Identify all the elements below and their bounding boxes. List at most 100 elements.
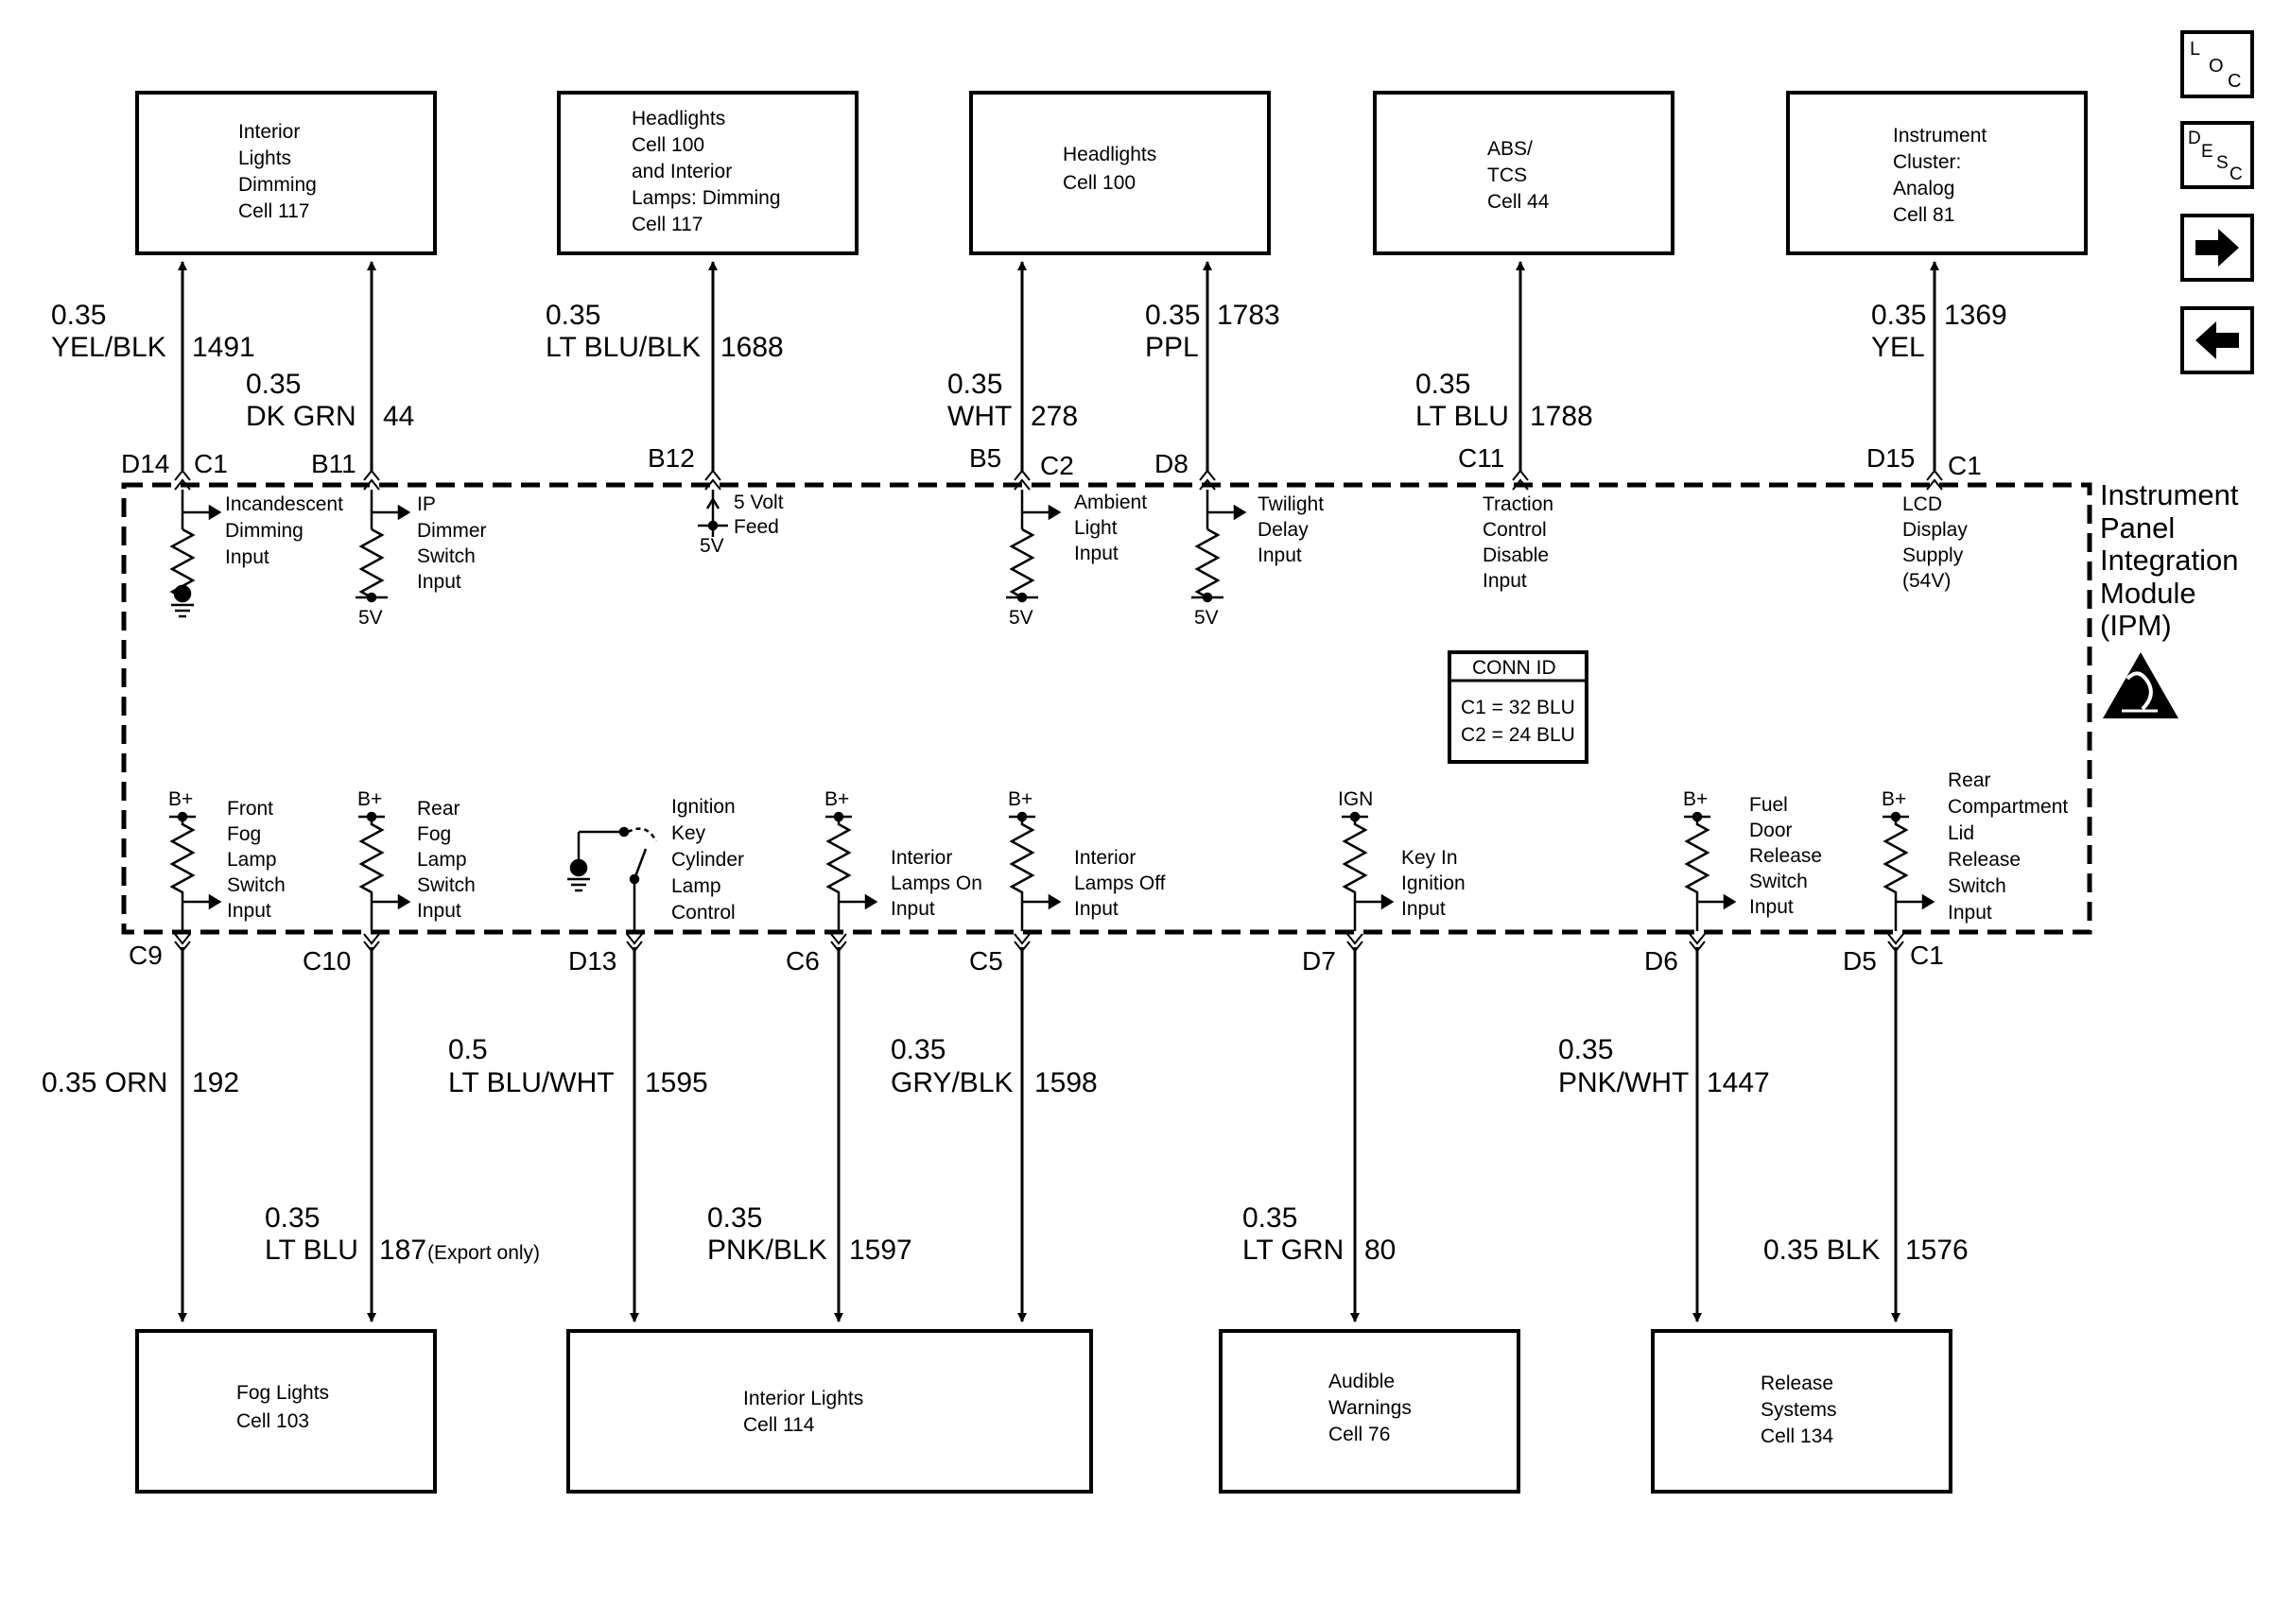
input-label-line: Input (417, 571, 461, 593)
connector-label: C1 (1948, 451, 1982, 480)
input-label-line: Input (1749, 896, 1794, 918)
wire-gauge: 0.35 (707, 1202, 762, 1234)
bottom-box-fog-lights (135, 1329, 437, 1494)
input-label-line: Feed (734, 516, 779, 538)
input-label-line: Interior (1074, 847, 1136, 869)
wire-color: LT GRN (1242, 1235, 1344, 1266)
connector-chevron (830, 933, 847, 953)
wire-color: LT BLU (1415, 401, 1509, 432)
bottom-box-line: Cell 134 (1761, 1425, 1833, 1447)
input-label-line: Input (1401, 898, 1446, 920)
supply-label: 5V (1009, 607, 1033, 629)
input-label-line: Key (671, 822, 706, 844)
wire-color: ORN (105, 1067, 168, 1098)
next-button[interactable] (2180, 214, 2254, 282)
wire-circuit: 1576 (1905, 1235, 1969, 1266)
resistor-symbol (1342, 817, 1368, 931)
top-box-line: Headlights (632, 108, 725, 130)
input-label-line: Ignition (671, 796, 736, 818)
pin-label: C11 (1458, 443, 1504, 473)
bottom-box-line: Fog Lights (236, 1382, 329, 1404)
input-label-line: Incandescent (225, 493, 343, 515)
top-box-abs-tcs (1373, 91, 1674, 255)
input-label-line: Disable (1483, 544, 1549, 566)
top-wires (178, 261, 1939, 473)
ip-dimmer-circuit (356, 490, 411, 603)
conn-id-title: CONN ID (1472, 657, 1556, 679)
wire-circuit: 192 (192, 1067, 239, 1098)
wire-color: LT BLU (265, 1235, 358, 1266)
input-label-line: IP (417, 493, 436, 515)
input-label-line: Compartment (1948, 796, 2068, 818)
wire-gauge: 0.35 (1145, 300, 1200, 331)
top-box-interior-dimming (135, 91, 437, 255)
pin-label: D5 (1843, 946, 1877, 976)
wire-gauge: 0.35 (51, 300, 106, 331)
top-internal-circuits (169, 490, 1247, 618)
pin-label: B5 (969, 443, 1001, 473)
prev-button[interactable] (2180, 306, 2254, 374)
wire-color: YEL/BLK (51, 332, 166, 363)
wire-color: PPL (1145, 332, 1199, 363)
desc-button[interactable]: D E S C (2180, 121, 2254, 189)
desc-letter: C (2230, 164, 2243, 184)
top-box-line: TCS (1487, 164, 1527, 186)
bottom-box-interior-lights (566, 1329, 1093, 1494)
top-box-headlights-dimming (557, 91, 859, 255)
resistor-symbol (1009, 817, 1035, 931)
ipm-module-boundary (121, 482, 2092, 935)
pin-label: B11 (311, 449, 356, 478)
connector-chevron (1887, 933, 1904, 953)
connector-chevron (363, 933, 380, 953)
module-title-line: Instrument (2100, 478, 2239, 511)
fuel-door-switch-circuit (1684, 811, 1737, 931)
loc-button[interactable]: L O C (2180, 30, 2254, 98)
input-label-line: Rear (417, 798, 460, 820)
input-label-line: Input (1948, 902, 1992, 924)
wire-circuit: 44 (383, 401, 414, 432)
module-title-line: Integration (2100, 544, 2239, 577)
wire-circuit: 1595 (645, 1067, 708, 1098)
arrow-right-icon (2195, 229, 2239, 267)
pin-label: C9 (129, 941, 163, 970)
input-label-line: Input (225, 546, 269, 568)
wire-color: PNK/WHT (1558, 1067, 1689, 1098)
top-box-line: Lamps: Dimming (632, 187, 781, 209)
bottom-connector-symbols (174, 933, 1904, 953)
wire-note: (Export only) (427, 1242, 540, 1264)
top-component-boxes (135, 91, 2088, 255)
top-box-headlights (969, 91, 1271, 255)
wire-gauge: 0.35 (891, 1034, 946, 1065)
input-label-line: Input (891, 898, 935, 920)
input-label-line: Ambient (1074, 492, 1147, 513)
module-title-line: Panel (2100, 511, 2175, 544)
supply-label: 5V (700, 535, 724, 557)
input-label-line: Display (1902, 519, 1968, 541)
bottom-box-line: Cell 76 (1328, 1424, 1390, 1445)
input-label-line: Lamp (417, 849, 467, 871)
loc-letter: C (2228, 71, 2241, 92)
input-label-line: Input (417, 900, 461, 922)
resistor-symbol (169, 817, 196, 931)
loc-letter: O (2209, 56, 2224, 77)
input-label-line: Fuel (1749, 794, 1788, 816)
wire-circuit: 80 (1364, 1235, 1396, 1266)
supply-label: B+ (168, 788, 193, 810)
input-label-line: Input (1074, 543, 1119, 564)
ground-node (569, 858, 588, 877)
bottom-internal-circuits (169, 811, 1935, 931)
